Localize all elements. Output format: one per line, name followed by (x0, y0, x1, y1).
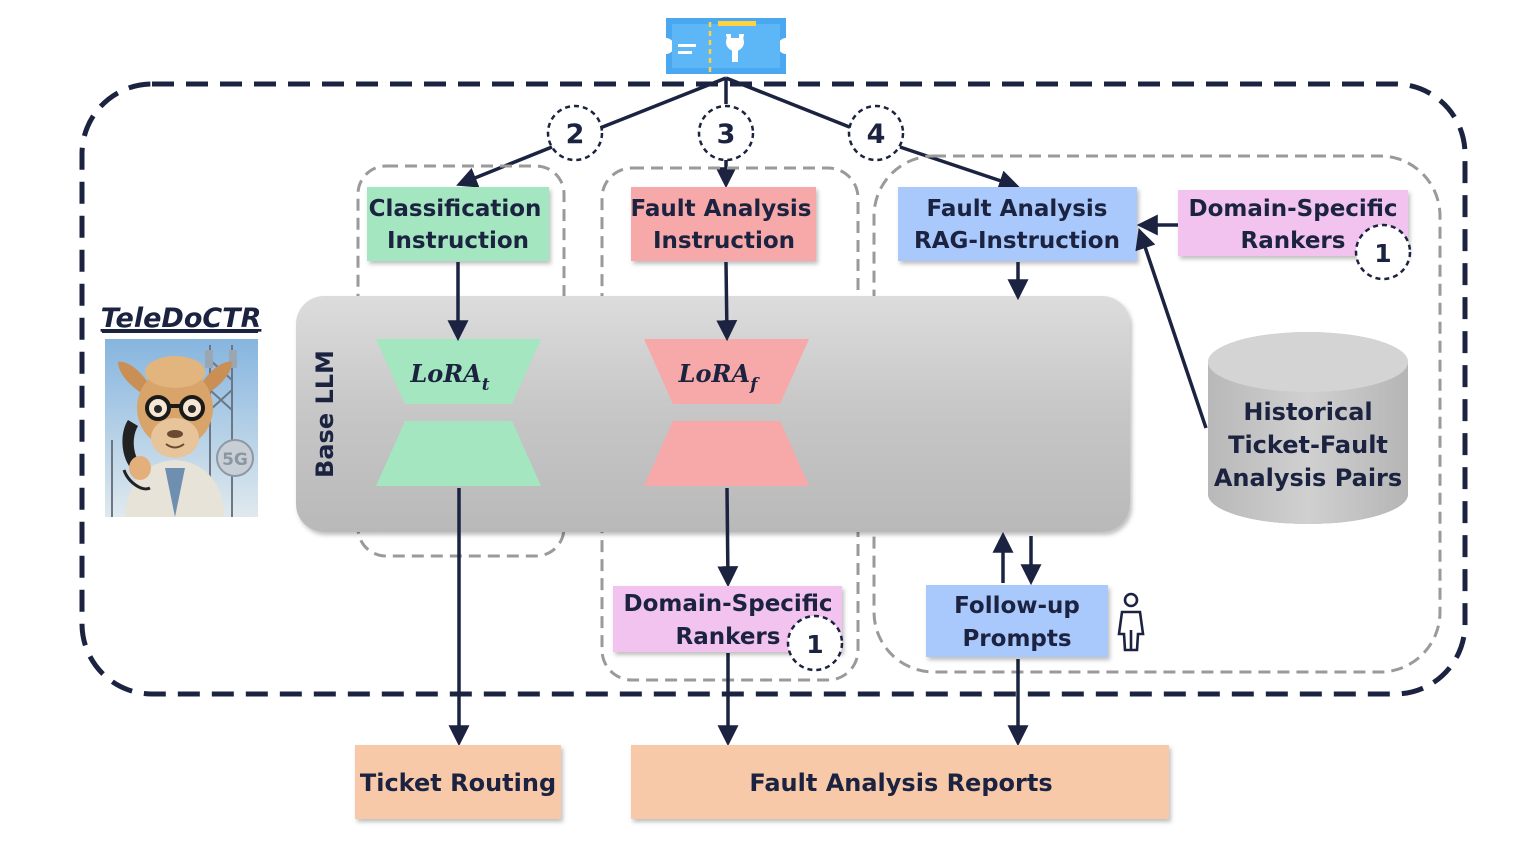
base-llm-bar (296, 296, 1130, 532)
ticket-routing-label: Ticket Routing (360, 769, 556, 797)
classification-instruction-box: Classification Instruction (367, 187, 549, 261)
followup-line1: Follow-up (954, 593, 1080, 619)
rag-line2: RAG-Instruction (914, 228, 1120, 254)
fault-reports-output: Fault Analysis Reports (631, 745, 1169, 819)
edge-database-to-rag (1135, 228, 1208, 429)
ticket-wrench-icon (666, 18, 786, 74)
lora-ticket-sub: t (482, 375, 490, 395)
database-line1: Historical (1243, 398, 1372, 426)
lora-ticket-adapter: LoRAt (376, 339, 541, 486)
fault-line2: Instruction (653, 228, 795, 254)
fault-rag-instruction-box: Fault Analysis RAG-Instruction (898, 187, 1137, 261)
step-3-circle: 3 (697, 104, 755, 162)
followup-line2: Prompts (962, 626, 1071, 652)
lora-fault-base: LoRA (678, 359, 750, 388)
historical-pairs-database: Historical Ticket-Fault Analysis Pairs (1208, 332, 1408, 524)
rankers-bottom-line2: Rankers (676, 624, 781, 650)
rankers-top-line2: Rankers (1241, 228, 1346, 254)
classification-line2: Instruction (387, 228, 529, 254)
rankers-top-line1: Domain-Specific (1188, 196, 1397, 222)
lora-fault-adapter: LoRAf (644, 339, 809, 486)
fault-analysis-instruction-box: Fault Analysis Instruction (631, 187, 816, 261)
lora-ticket-base: LoRA (409, 359, 481, 388)
edge-step4-to-rag (899, 145, 1020, 191)
lora-fault-sub: f (749, 375, 760, 395)
mascot-image: 5G (105, 339, 258, 517)
domain-rankers-top-box: Domain-Specific Rankers 1 (1178, 190, 1412, 281)
rankers-bottom-line1: Domain-Specific (623, 591, 832, 617)
step-2-label: 2 (566, 119, 585, 150)
fault-reports-label: Fault Analysis Reports (749, 769, 1052, 797)
person-icon (1117, 592, 1145, 652)
edge-lora-to-rankers (717, 487, 739, 588)
edge-fault-to-lora (716, 261, 738, 342)
edge-ticket-to-step4 (725, 76, 853, 130)
ticket-routing-output: Ticket Routing (355, 745, 561, 819)
step-4-circle: 4 (847, 104, 905, 162)
system-boundary (79, 81, 1468, 697)
edge-ticket-to-step2 (599, 76, 727, 130)
svg-text:LoRAt: LoRAt (409, 359, 489, 395)
rankers-bottom-badge: 1 (806, 630, 823, 659)
rag-line1: Fault Analysis (927, 196, 1108, 222)
database-line2: Ticket-Fault (1228, 431, 1388, 459)
classification-line1: Classification (369, 196, 542, 222)
database-line3: Analysis Pairs (1214, 464, 1402, 492)
system-title: TeleDoCTR (101, 303, 262, 334)
mascot-5g-badge: 5G (222, 450, 248, 470)
fault-line1: Fault Analysis (631, 196, 812, 222)
step-4-label: 4 (867, 119, 886, 150)
group-fault-analysis (600, 166, 860, 682)
followup-prompts-box: Follow-up Prompts (926, 585, 1108, 657)
step-2-circle: 2 (546, 104, 604, 162)
rankers-top-badge: 1 (1374, 239, 1391, 268)
domain-rankers-bottom-box: Domain-Specific Rankers 1 (613, 586, 844, 672)
step-3-label: 3 (717, 119, 736, 150)
base-llm-label: Base LLM (311, 350, 339, 478)
svg-text:LoRAf: LoRAf (678, 359, 760, 395)
